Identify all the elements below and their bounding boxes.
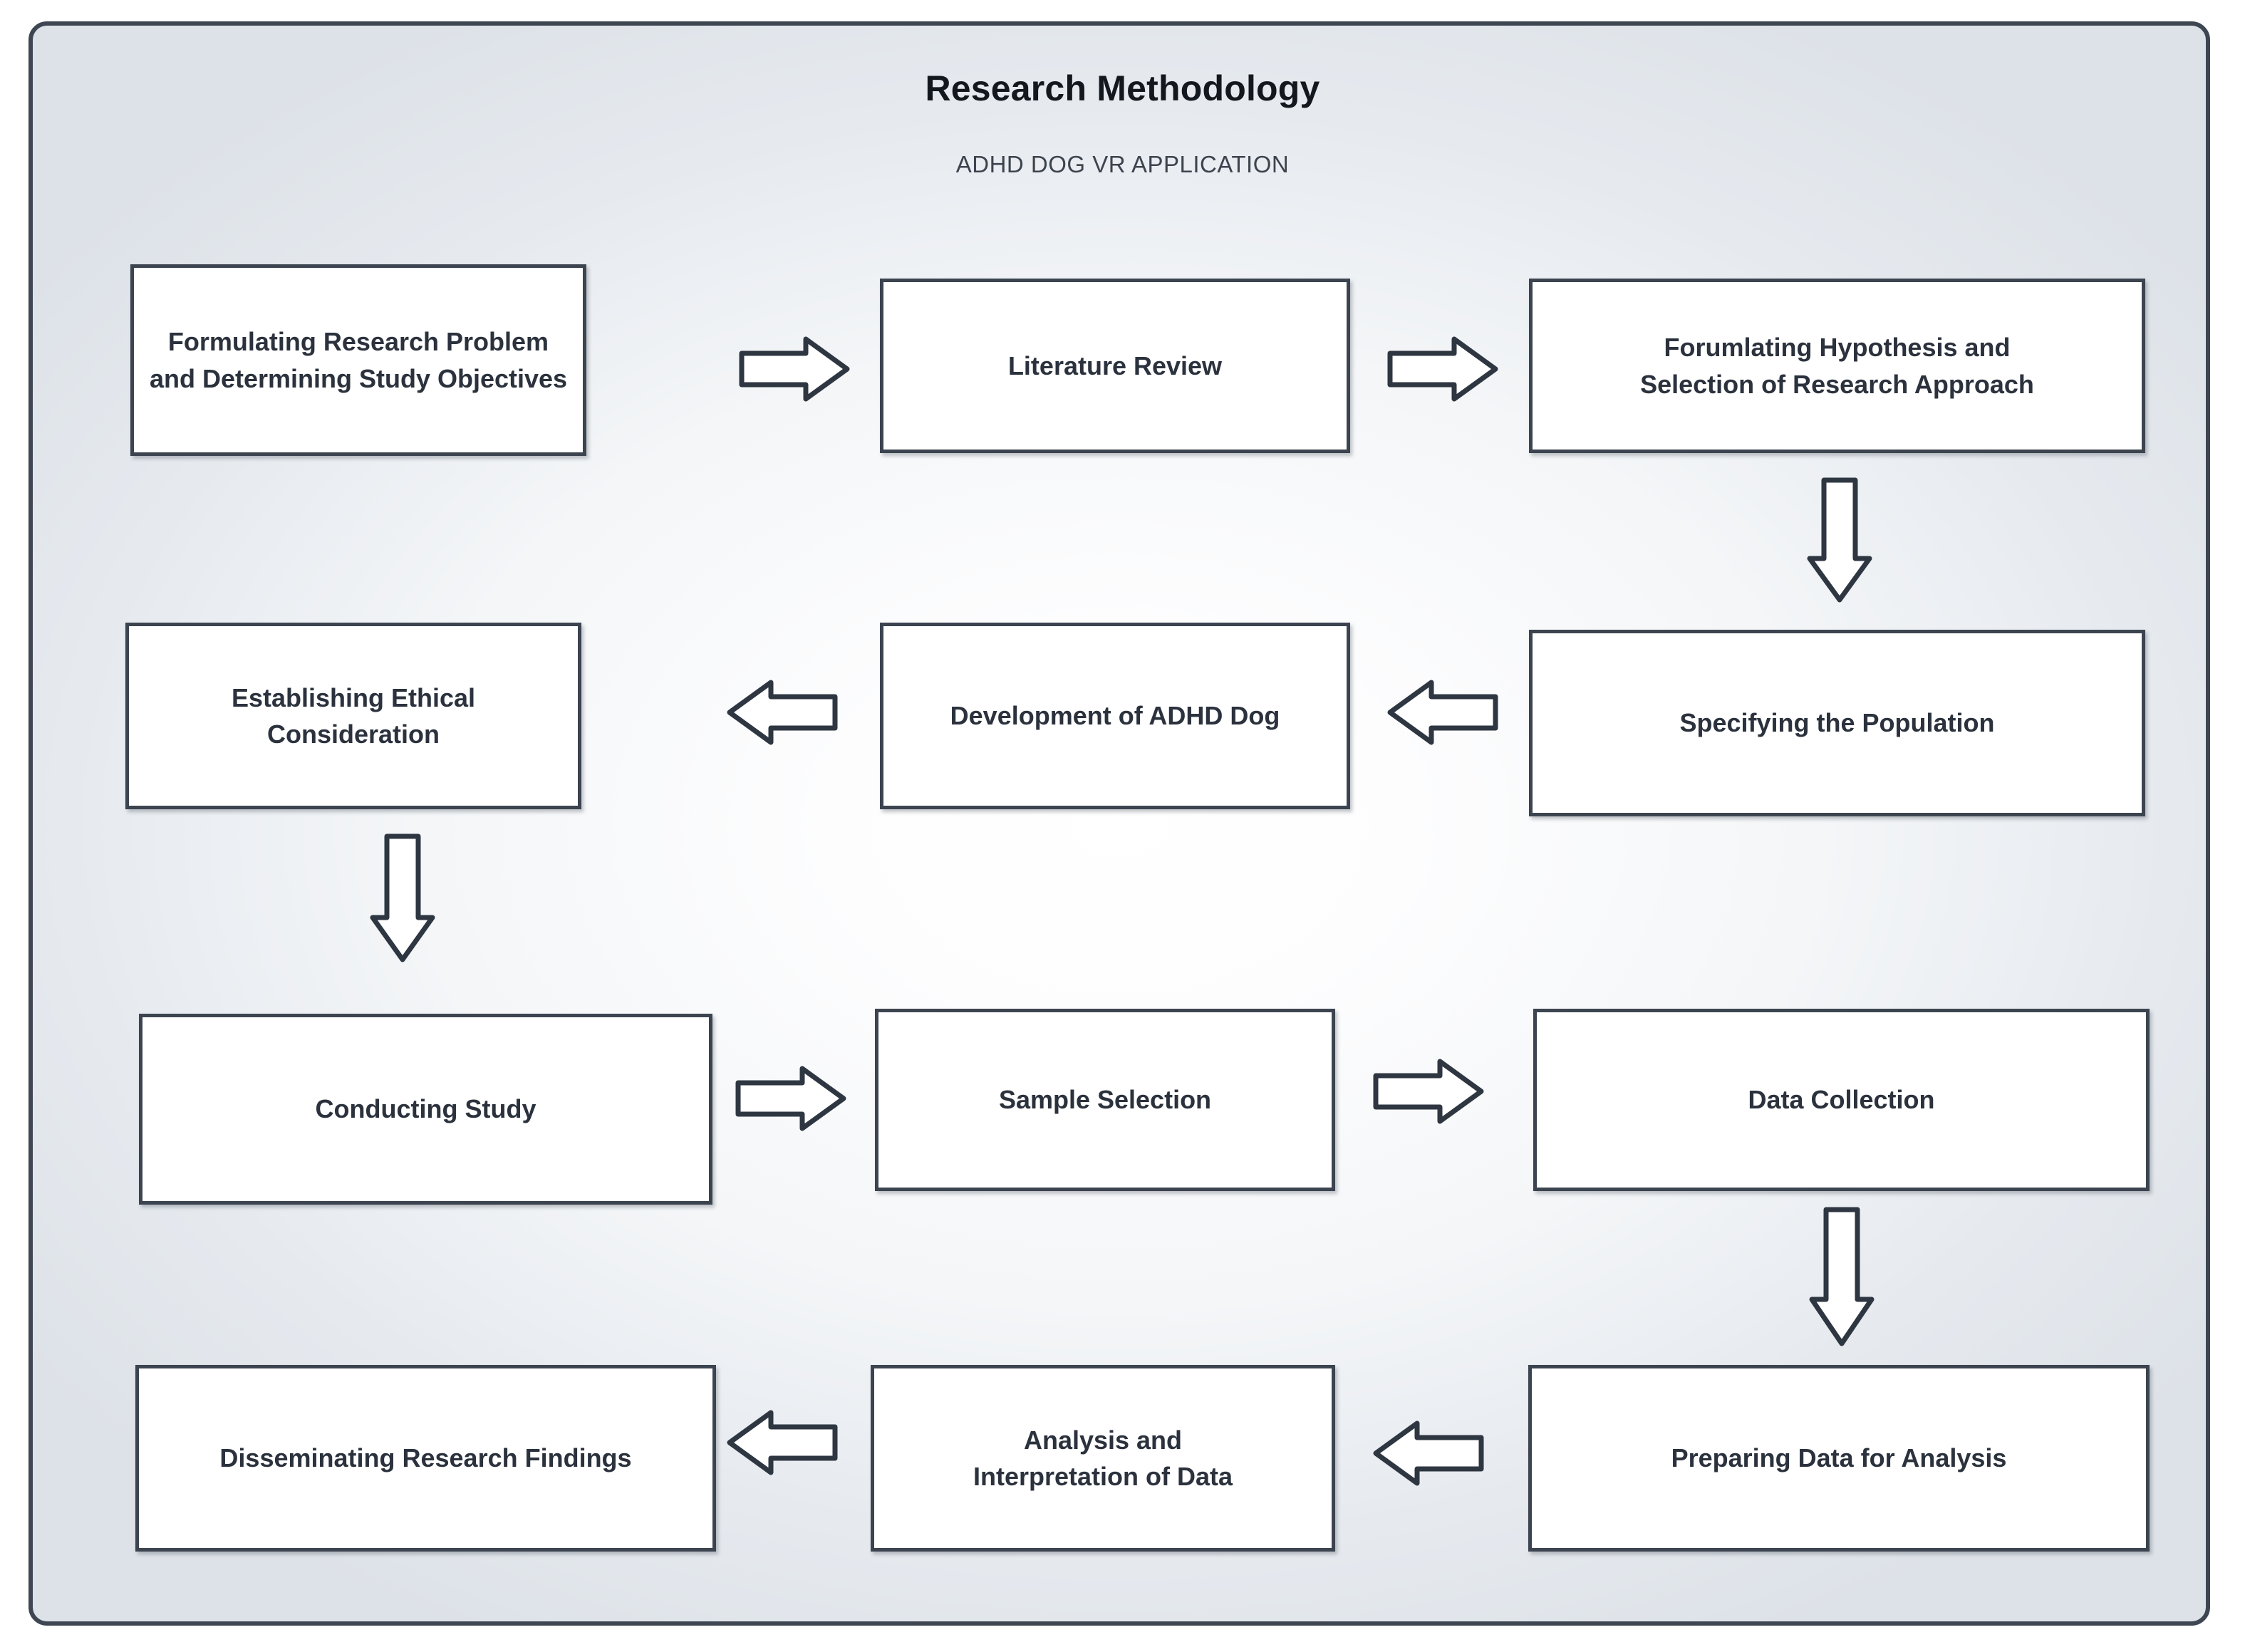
arrow-right-conducting-to-sample xyxy=(734,1063,848,1134)
node-label-line1: Literature Review xyxy=(1007,350,1223,380)
node-literature-review[interactable]: Literature Review xyxy=(880,279,1350,453)
node-label-line1: Establishing Ethical Consideration xyxy=(231,682,476,749)
arrow-down-ethical-to-conducting xyxy=(367,832,438,964)
node-label-line1: Data Collection xyxy=(1748,1085,1935,1115)
page-subtitle: ADHD DOG VR APPLICATION xyxy=(955,151,1290,177)
arrow-down-hypothesis-to-population xyxy=(1804,476,1875,604)
node-label-line1: Development of ADHD Dog xyxy=(950,701,1280,731)
node-label-line1: Conducting Study xyxy=(315,1094,536,1124)
arrow-left-analysis-to-disseminating xyxy=(725,1407,839,1478)
page-title: Research Methodology xyxy=(925,68,1320,108)
node-specifying-the-population[interactable]: Specifying the Population xyxy=(1529,630,2145,816)
node-establishing-ethical-consideration[interactable]: Establishing Ethical Consideration xyxy=(125,623,581,809)
node-development-of-adhd-dog[interactable]: Development of ADHD Dog xyxy=(880,623,1350,809)
node-label-line1: Formulating Research Problem xyxy=(167,327,549,357)
node-conducting-study[interactable]: Conducting Study xyxy=(139,1014,712,1205)
arrow-down-data-collection-to-preparing xyxy=(1806,1205,1877,1348)
node-formulating-research-problem[interactable]: Formulating Research Problem and Determi… xyxy=(130,264,586,456)
node-label-line1: Forumlating Hypothesis and xyxy=(1664,333,2011,363)
node-forumlating-hypothesis[interactable]: Forumlating Hypothesis and Selection of … xyxy=(1529,279,2145,453)
arrow-left-population-to-development xyxy=(1386,677,1500,748)
node-label-line1: Disseminating Research Findings xyxy=(219,1443,632,1473)
arrow-right-formulating-to-literature xyxy=(737,333,851,405)
node-label-line1: Sample Selection xyxy=(998,1085,1212,1115)
node-disseminating-research-findings[interactable]: Disseminating Research Findings xyxy=(135,1365,716,1552)
node-label-line2: Interpretation of Data xyxy=(973,1462,1233,1491)
node-preparing-data-for-analysis[interactable]: Preparing Data for Analysis xyxy=(1528,1365,2150,1552)
node-sample-selection[interactable]: Sample Selection xyxy=(875,1009,1335,1191)
arrow-right-sample-to-data-collection xyxy=(1372,1056,1486,1127)
arrow-left-development-to-ethical xyxy=(725,677,839,748)
node-label-line2: Selection of Research Approach xyxy=(1640,369,2034,399)
node-label-line1: Specifying the Population xyxy=(1679,708,1995,738)
arrow-left-preparing-to-analysis xyxy=(1372,1418,1486,1489)
arrow-right-literature-to-hypothesis xyxy=(1386,333,1500,405)
node-analysis-interpretation-of-data[interactable]: Analysis and Interpretation of Data xyxy=(871,1365,1335,1552)
node-data-collection[interactable]: Data Collection xyxy=(1533,1009,2150,1191)
node-label-line1: Preparing Data for Analysis xyxy=(1671,1443,2007,1473)
node-label-line2: and Determining Study Objectives xyxy=(149,363,568,393)
node-label-line1: Analysis and xyxy=(1023,1425,1183,1455)
